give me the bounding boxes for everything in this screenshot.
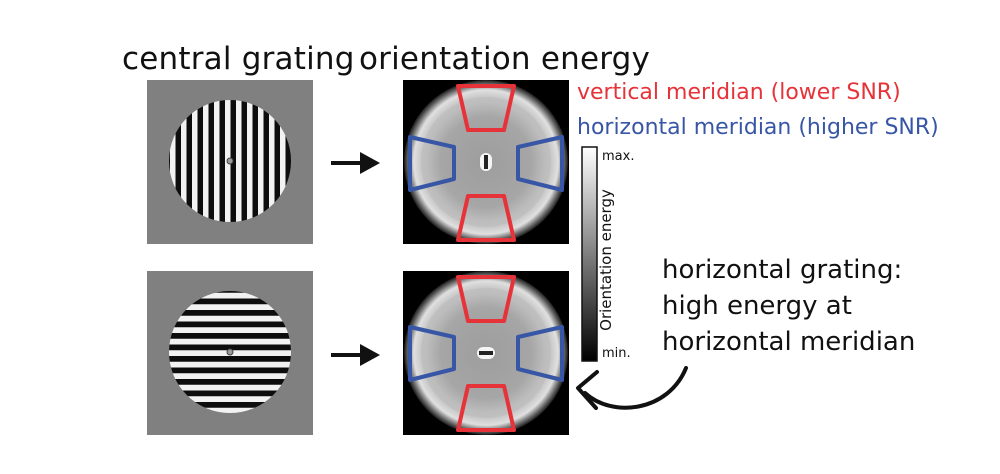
energy-map-horizontal (403, 271, 569, 435)
legend-horizontal-meridian: horizontal meridian (higher SNR) (577, 115, 939, 140)
stimulus-column-heading: central grating (122, 41, 355, 77)
colorbar-title: Orientation energy (597, 189, 615, 331)
legend-vertical-meridian: vertical meridian (lower SNR) (577, 80, 901, 105)
stimulus-horizontal-grating (147, 271, 313, 435)
colorbar (581, 146, 598, 362)
annotation-line: high energy at (662, 291, 852, 321)
colorbar-max-label: max. (602, 149, 635, 164)
energy-column-heading: orientation energy (359, 41, 651, 77)
colorbar-min-label: min. (602, 346, 631, 361)
curved-arrow-icon (576, 366, 688, 410)
horizontal-meridian-roi (516, 135, 564, 192)
horizontal-meridian-roi (408, 135, 456, 192)
vertical-meridian-roi (456, 194, 516, 242)
vertical-meridian-roi (456, 275, 516, 323)
annotation-line: horizontal meridian (662, 327, 916, 357)
vertical-meridian-roi (456, 384, 516, 432)
right-arrow-icon (331, 344, 380, 366)
horizontal-meridian-roi (516, 325, 564, 382)
vertical-meridian-roi (456, 84, 516, 132)
right-arrow-icon (331, 152, 380, 174)
stimulus-vertical-grating (147, 80, 313, 244)
annotation-line: horizontal grating: (662, 255, 903, 285)
horizontal-meridian-roi (408, 325, 456, 382)
energy-map-vertical (403, 80, 569, 244)
